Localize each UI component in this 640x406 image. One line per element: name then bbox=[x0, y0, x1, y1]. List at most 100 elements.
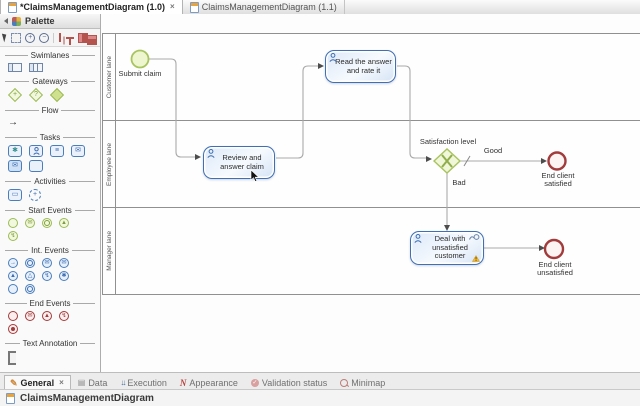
lane-manager[interactable]: Manager lane bbox=[103, 208, 640, 294]
align-top-icon[interactable] bbox=[65, 33, 74, 45]
throw-message-icon[interactable]: ✉ bbox=[59, 258, 69, 268]
human-task-icon[interactable] bbox=[29, 145, 43, 157]
validation-icon: ✓ bbox=[250, 379, 259, 387]
throw-signal-icon[interactable]: △ bbox=[25, 271, 35, 281]
intermediate-gear-icon[interactable]: ✱ bbox=[59, 271, 69, 281]
editor-tab-label: *ClaimsManagementDiagram (1.0) bbox=[20, 2, 166, 12]
task-read-answer[interactable]: Read the answer and rate it bbox=[325, 50, 396, 83]
abstract-task-icon[interactable] bbox=[29, 160, 43, 172]
palette-section-activities[interactable]: Activities bbox=[5, 177, 95, 186]
marquee-select-icon[interactable] bbox=[11, 32, 22, 43]
tab-execution[interactable]: ↓↓ Execution bbox=[120, 378, 167, 388]
warning-icon bbox=[472, 255, 480, 262]
tab-validation-status[interactable]: ✓ Validation status bbox=[250, 378, 328, 388]
palette-section-int-events[interactable]: Int. Events bbox=[5, 246, 96, 255]
palette-section-gateways[interactable]: Gateways bbox=[5, 77, 96, 86]
start-timer-icon[interactable] bbox=[42, 218, 52, 228]
lane-manager-header[interactable]: Manager lane bbox=[103, 208, 116, 294]
parallel-gateway-icon[interactable]: + bbox=[7, 87, 23, 103]
tab-minimap[interactable]: Minimap bbox=[335, 376, 391, 390]
editor-tab-diagram-1-0[interactable]: *ClaimsManagementDiagram (1.0) × bbox=[0, 0, 183, 14]
diagram-file-icon bbox=[6, 393, 15, 404]
select-cursor-icon[interactable] bbox=[2, 32, 9, 43]
mouse-cursor bbox=[250, 170, 260, 182]
start-message-icon[interactable]: ✉ bbox=[25, 218, 35, 228]
appearance-icon: N bbox=[179, 377, 187, 388]
lane-customer-header[interactable]: Customer lane bbox=[103, 34, 116, 120]
palette-section-text-annotation[interactable]: Text Annotation bbox=[5, 339, 95, 348]
palette-icon bbox=[12, 16, 21, 26]
pool-icon[interactable] bbox=[8, 63, 22, 72]
execution-icon: ↓↓ bbox=[120, 378, 126, 387]
palette-section-swimlanes[interactable]: Swimlanes bbox=[5, 51, 95, 60]
call-activity-icon[interactable]: ▭ bbox=[8, 189, 22, 201]
user-task-icon bbox=[207, 149, 215, 158]
connector-icon bbox=[469, 234, 480, 240]
collapse-palette-icon[interactable] bbox=[4, 18, 8, 24]
exclusive-gateway-icon[interactable] bbox=[49, 87, 65, 103]
editor-tab-diagram-1-1[interactable]: ClaimsManagementDiagram (1.1) bbox=[183, 0, 345, 14]
diagram-canvas[interactable]: Customer lane Employee lane Manager lane bbox=[101, 14, 640, 372]
diagram-file-icon bbox=[189, 1, 199, 13]
minimap-magnifier-icon bbox=[340, 379, 349, 387]
pencil-icon: ✎ bbox=[10, 377, 18, 388]
lane-icon[interactable] bbox=[29, 63, 43, 72]
end-event-icon[interactable] bbox=[8, 311, 18, 321]
property-tab-bar: ✎ General × ▤ Data ↓↓ Execution N Appear… bbox=[0, 372, 640, 390]
bad-flow-label: Bad bbox=[452, 178, 466, 187]
zoom-out-icon[interactable]: − bbox=[39, 32, 50, 43]
boundary-event-icon[interactable] bbox=[25, 284, 35, 294]
intermediate-clock-icon[interactable]: ↯ bbox=[42, 271, 52, 281]
palette-section-flow[interactable]: Flow bbox=[5, 106, 96, 115]
receive-task-icon[interactable]: ✉ bbox=[8, 160, 22, 172]
gateway-label: Satisfaction level bbox=[419, 137, 477, 146]
start-event-icon[interactable] bbox=[8, 218, 18, 228]
diagram-file-icon bbox=[8, 1, 17, 13]
intermediate-timer-icon[interactable] bbox=[25, 258, 35, 268]
tab-general[interactable]: ✎ General × bbox=[4, 375, 71, 390]
user-task-icon bbox=[414, 234, 422, 243]
status-bar: ClaimsManagementDiagram bbox=[0, 389, 640, 406]
catch-message-icon[interactable]: ✉ bbox=[42, 258, 52, 268]
intermediate-link-icon[interactable]: → bbox=[8, 258, 18, 268]
good-flow-label: Good bbox=[483, 146, 503, 155]
terminate-event-icon[interactable] bbox=[8, 324, 18, 334]
palette-section-start-events[interactable]: Start Events bbox=[5, 206, 96, 215]
tab-data[interactable]: ▤ Data bbox=[77, 378, 108, 388]
service-task-icon[interactable]: ✱ bbox=[8, 145, 22, 157]
intermediate-event-icon[interactable] bbox=[8, 284, 18, 294]
zoom-in-icon[interactable]: + bbox=[25, 32, 36, 43]
send-task-icon[interactable]: ✉ bbox=[71, 145, 85, 157]
task-deal-unsatisfied[interactable]: Deal with unsatisfied customer bbox=[410, 231, 484, 265]
palette-toolbar: + − bbox=[0, 29, 100, 47]
end-signal-icon[interactable]: ▲ bbox=[42, 311, 52, 321]
status-diagram-title: ClaimsManagementDiagram bbox=[20, 393, 154, 404]
distribute-vertical-icon[interactable] bbox=[86, 33, 97, 43]
palette-panel: Palette + − Swimlanes Gateways + ? bbox=[0, 14, 101, 372]
editor-tab-label: ClaimsManagementDiagram (1.1) bbox=[201, 2, 337, 12]
palette-section-tasks[interactable]: Tasks bbox=[5, 133, 96, 142]
end-error-icon[interactable]: ↯ bbox=[59, 311, 69, 321]
lane-customer[interactable]: Customer lane bbox=[103, 34, 640, 121]
inclusive-gateway-icon[interactable]: ? bbox=[28, 87, 44, 103]
align-left-icon[interactable] bbox=[58, 33, 62, 43]
palette-section-end-events[interactable]: End Events bbox=[5, 299, 96, 308]
tab-appearance[interactable]: N Appearance bbox=[179, 377, 238, 388]
palette-header: Palette bbox=[0, 14, 100, 29]
catch-signal-icon[interactable]: ▲ bbox=[8, 271, 18, 281]
subprocess-icon[interactable]: + bbox=[29, 189, 41, 201]
lane-employee-header[interactable]: Employee lane bbox=[103, 121, 116, 207]
task-review-claim[interactable]: Review and answer claim bbox=[203, 146, 275, 179]
sequence-flow-icon[interactable]: → bbox=[8, 117, 18, 128]
editor-tab-bar: *ClaimsManagementDiagram (1.0) × ClaimsM… bbox=[0, 0, 640, 15]
close-tab-icon[interactable]: × bbox=[59, 378, 64, 387]
distribute-horizontal-icon[interactable] bbox=[77, 32, 83, 43]
script-task-icon[interactable]: ≡ bbox=[50, 145, 64, 157]
start-signal-icon[interactable]: ▲ bbox=[59, 218, 69, 228]
close-tab-icon[interactable]: × bbox=[170, 2, 175, 11]
text-annotation-icon[interactable] bbox=[8, 351, 16, 365]
lane-employee[interactable]: Employee lane bbox=[103, 121, 640, 208]
end-message-icon[interactable]: ✉ bbox=[25, 311, 35, 321]
start-error-icon[interactable]: ↯ bbox=[8, 231, 18, 241]
